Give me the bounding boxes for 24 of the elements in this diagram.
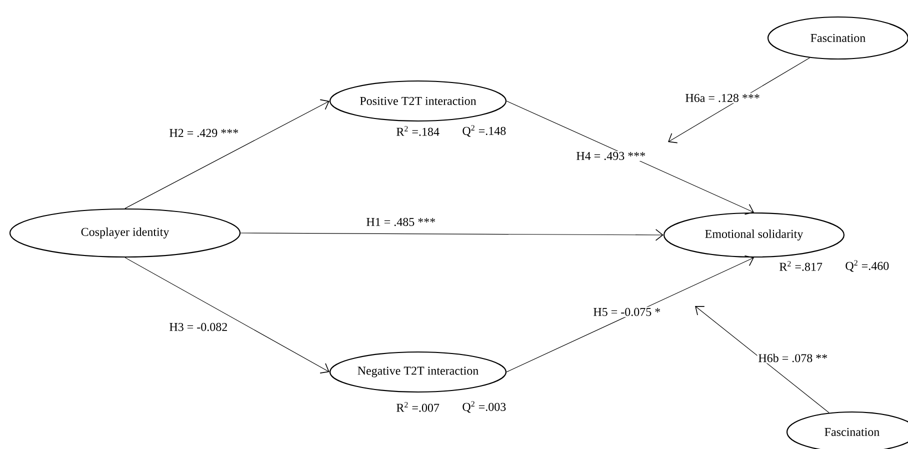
fit-statistic: R$^{2}$ =.007 — [396, 402, 440, 412]
fit-statistic: R$^{2}$ =.817 — [780, 261, 822, 271]
arrow — [124, 99, 330, 209]
fit-statistic: Q$^{2}$ =.003 — [462, 401, 506, 413]
ellipse-node: Negative T2T interaction — [329, 351, 507, 393]
arrow — [695, 306, 830, 414]
arrow — [506, 100, 754, 215]
ellipse-node: Positive T2T interaction — [329, 80, 507, 122]
edge-label: H3 = -0.082 — [168, 322, 229, 332]
edge-label: H6b = .078 ** — [757, 352, 829, 364]
edge-label: H6a = .128 *** — [684, 92, 761, 104]
edge-label: H4 = .493 *** — [575, 150, 647, 162]
arrow — [506, 255, 754, 372]
ellipse-node: Emotional solidarity — [663, 212, 845, 258]
arrow — [240, 229, 664, 241]
ellipse-node: Cosplayer identity — [9, 208, 241, 258]
arrow — [124, 257, 330, 374]
fit-statistic: Q$^{2}$ =.460 — [846, 260, 889, 272]
fit-statistic: Q$^{2}$ =.148 — [462, 125, 506, 137]
edge-label: H5 = -0.075 * — [592, 306, 662, 318]
fit-statistic: R$^{2}$ =.184 — [396, 126, 440, 136]
edge-label: H1 = .485 *** — [365, 216, 437, 228]
edge-label: H2 = .429 *** — [168, 128, 240, 138]
arrow — [668, 57, 810, 144]
